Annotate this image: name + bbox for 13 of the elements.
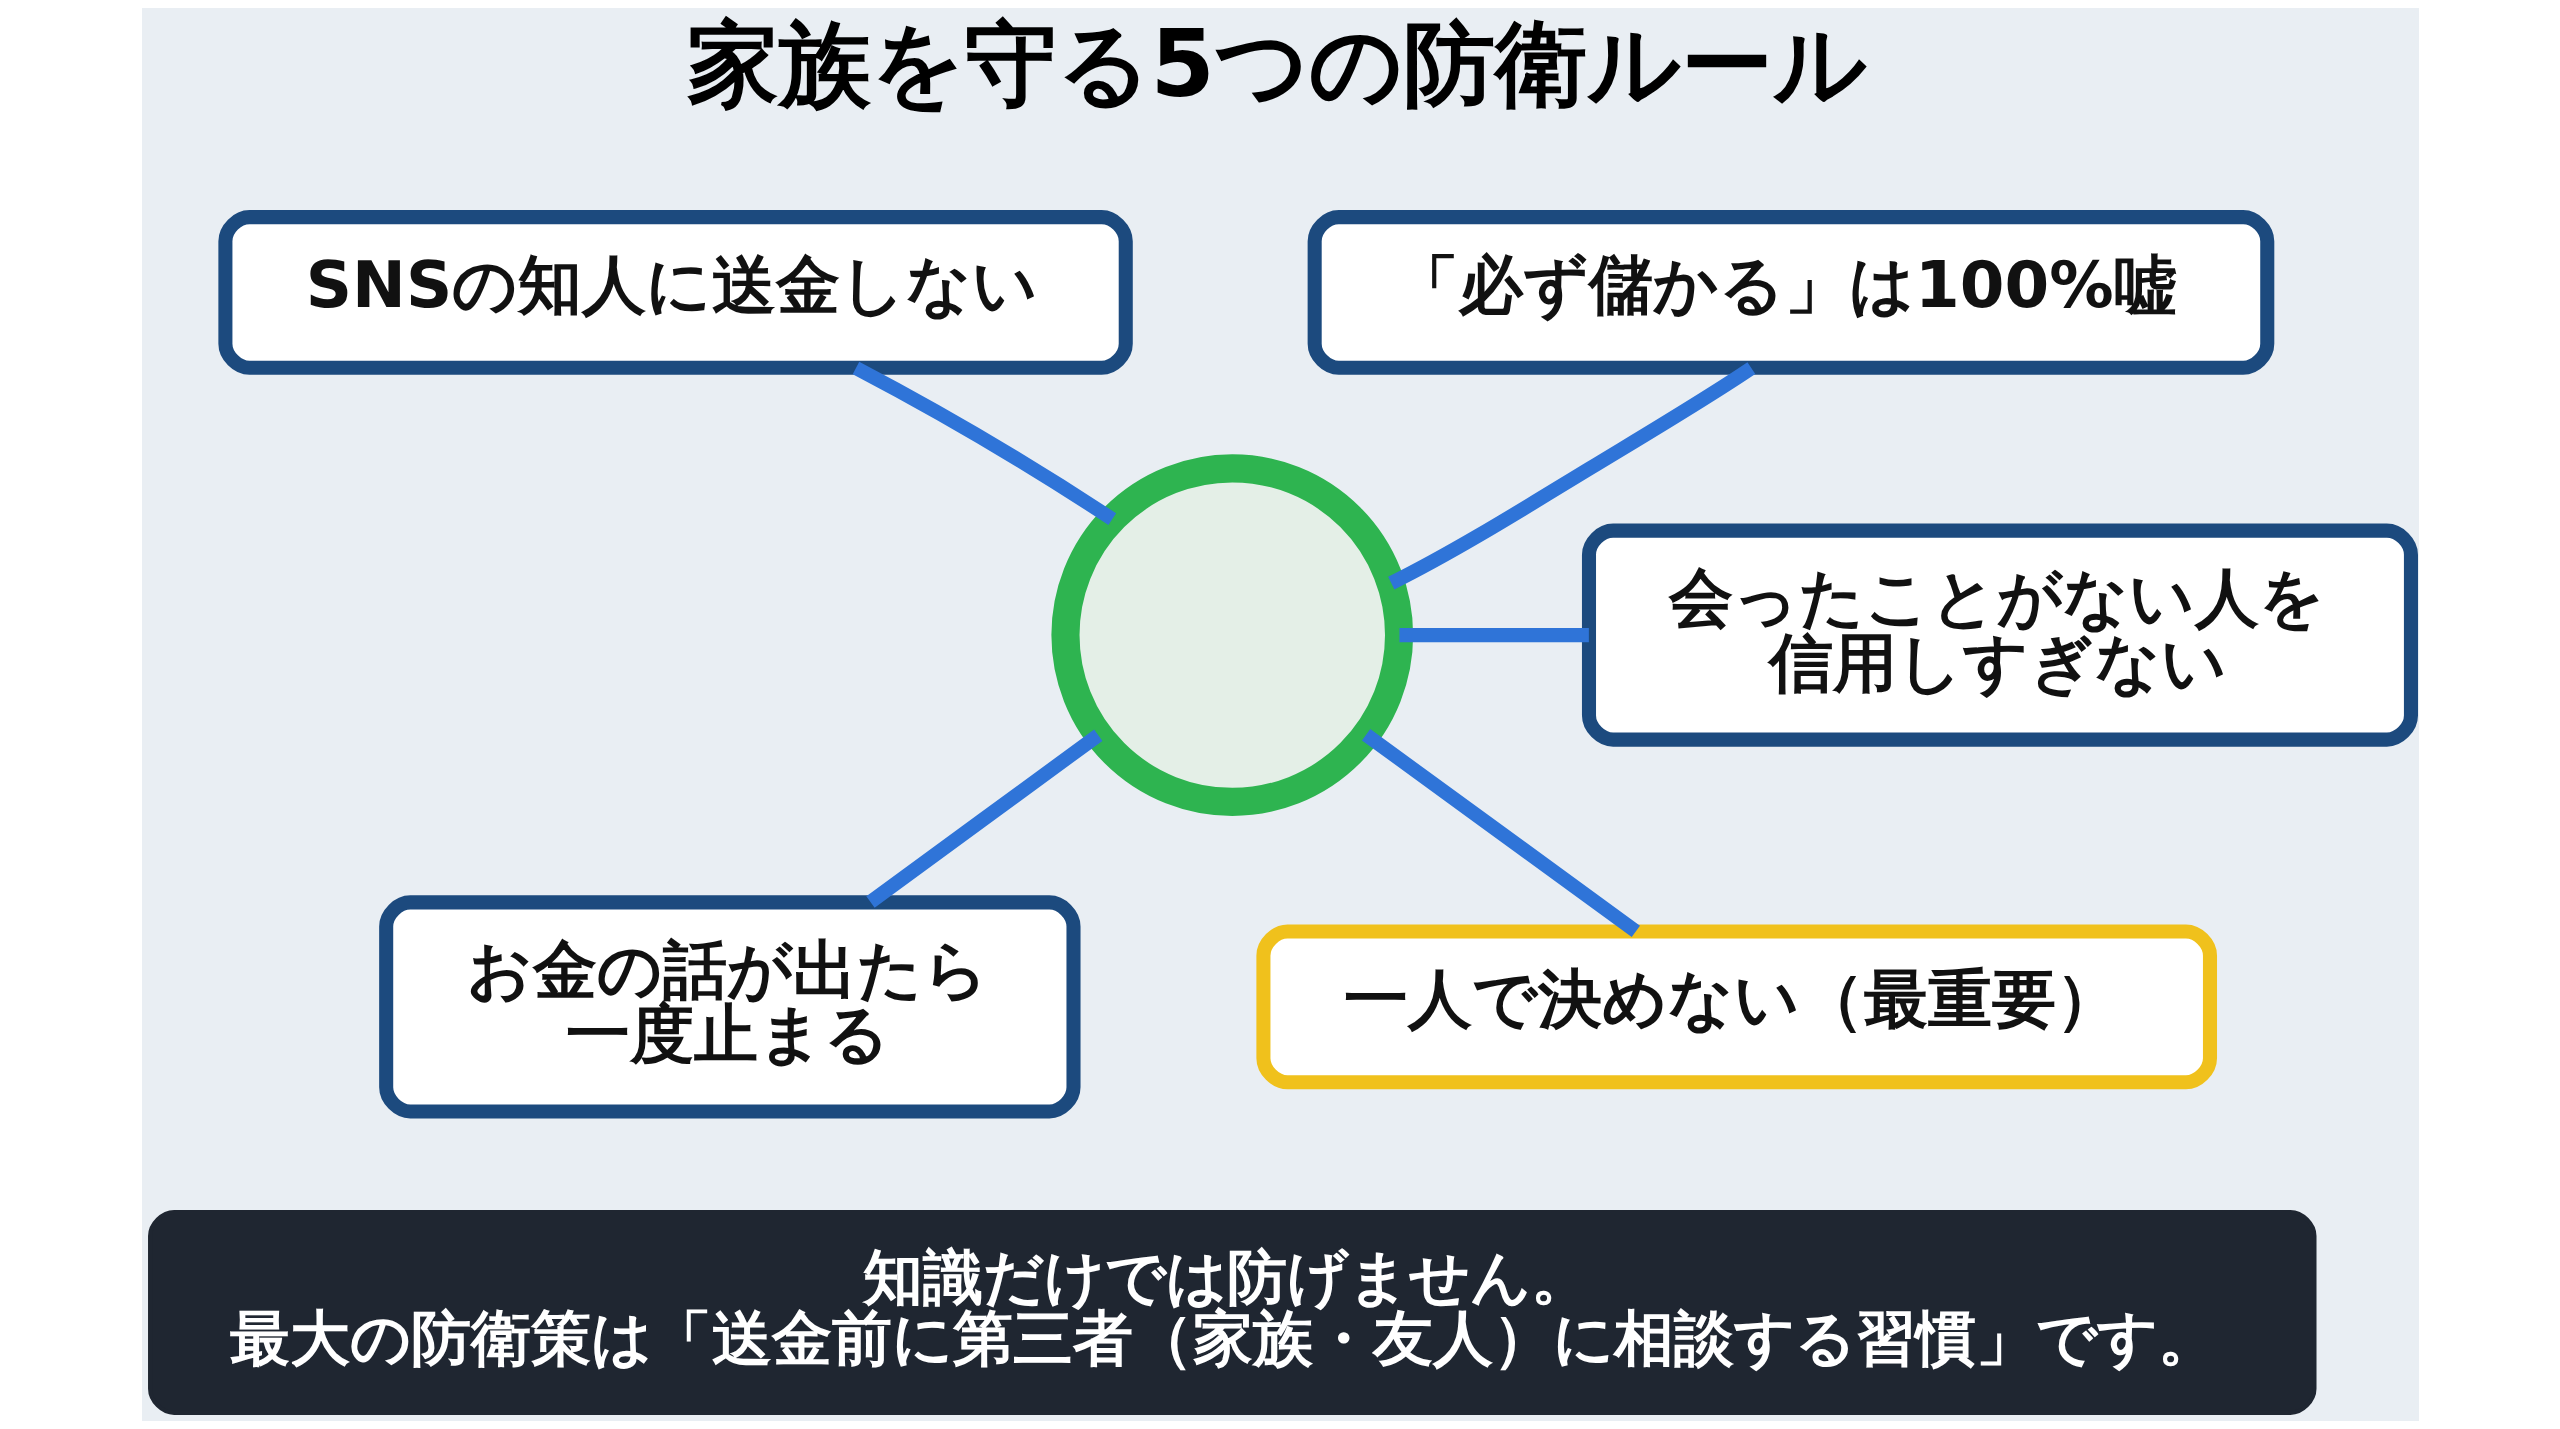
node-box: SNSの知人に送金しない: [217, 210, 1133, 375]
node-box: 「必ず儲かる」は100%嘘: [1307, 210, 2274, 375]
node-box: 会ったことがない人を信用しすぎない: [1581, 523, 2418, 747]
node-box: お金の話が出たら一度止まる: [378, 895, 1081, 1119]
connector: [1361, 729, 1640, 938]
connector: [852, 361, 1116, 526]
connector: [1387, 362, 1755, 590]
connector: [1398, 628, 1589, 643]
node-box: 一人で決めない（最重要）: [1255, 924, 2217, 1090]
node-circle: [1050, 454, 1413, 816]
diagram-title: 家族を守る5つの防衛ルール: [686, 10, 1867, 119]
node-box: 知識だけでは防げません。 最大の防衛策は「送金前に第三者（家族・友人）に相談する習慣」です。: [147, 1209, 2316, 1415]
connector: [865, 729, 1102, 908]
